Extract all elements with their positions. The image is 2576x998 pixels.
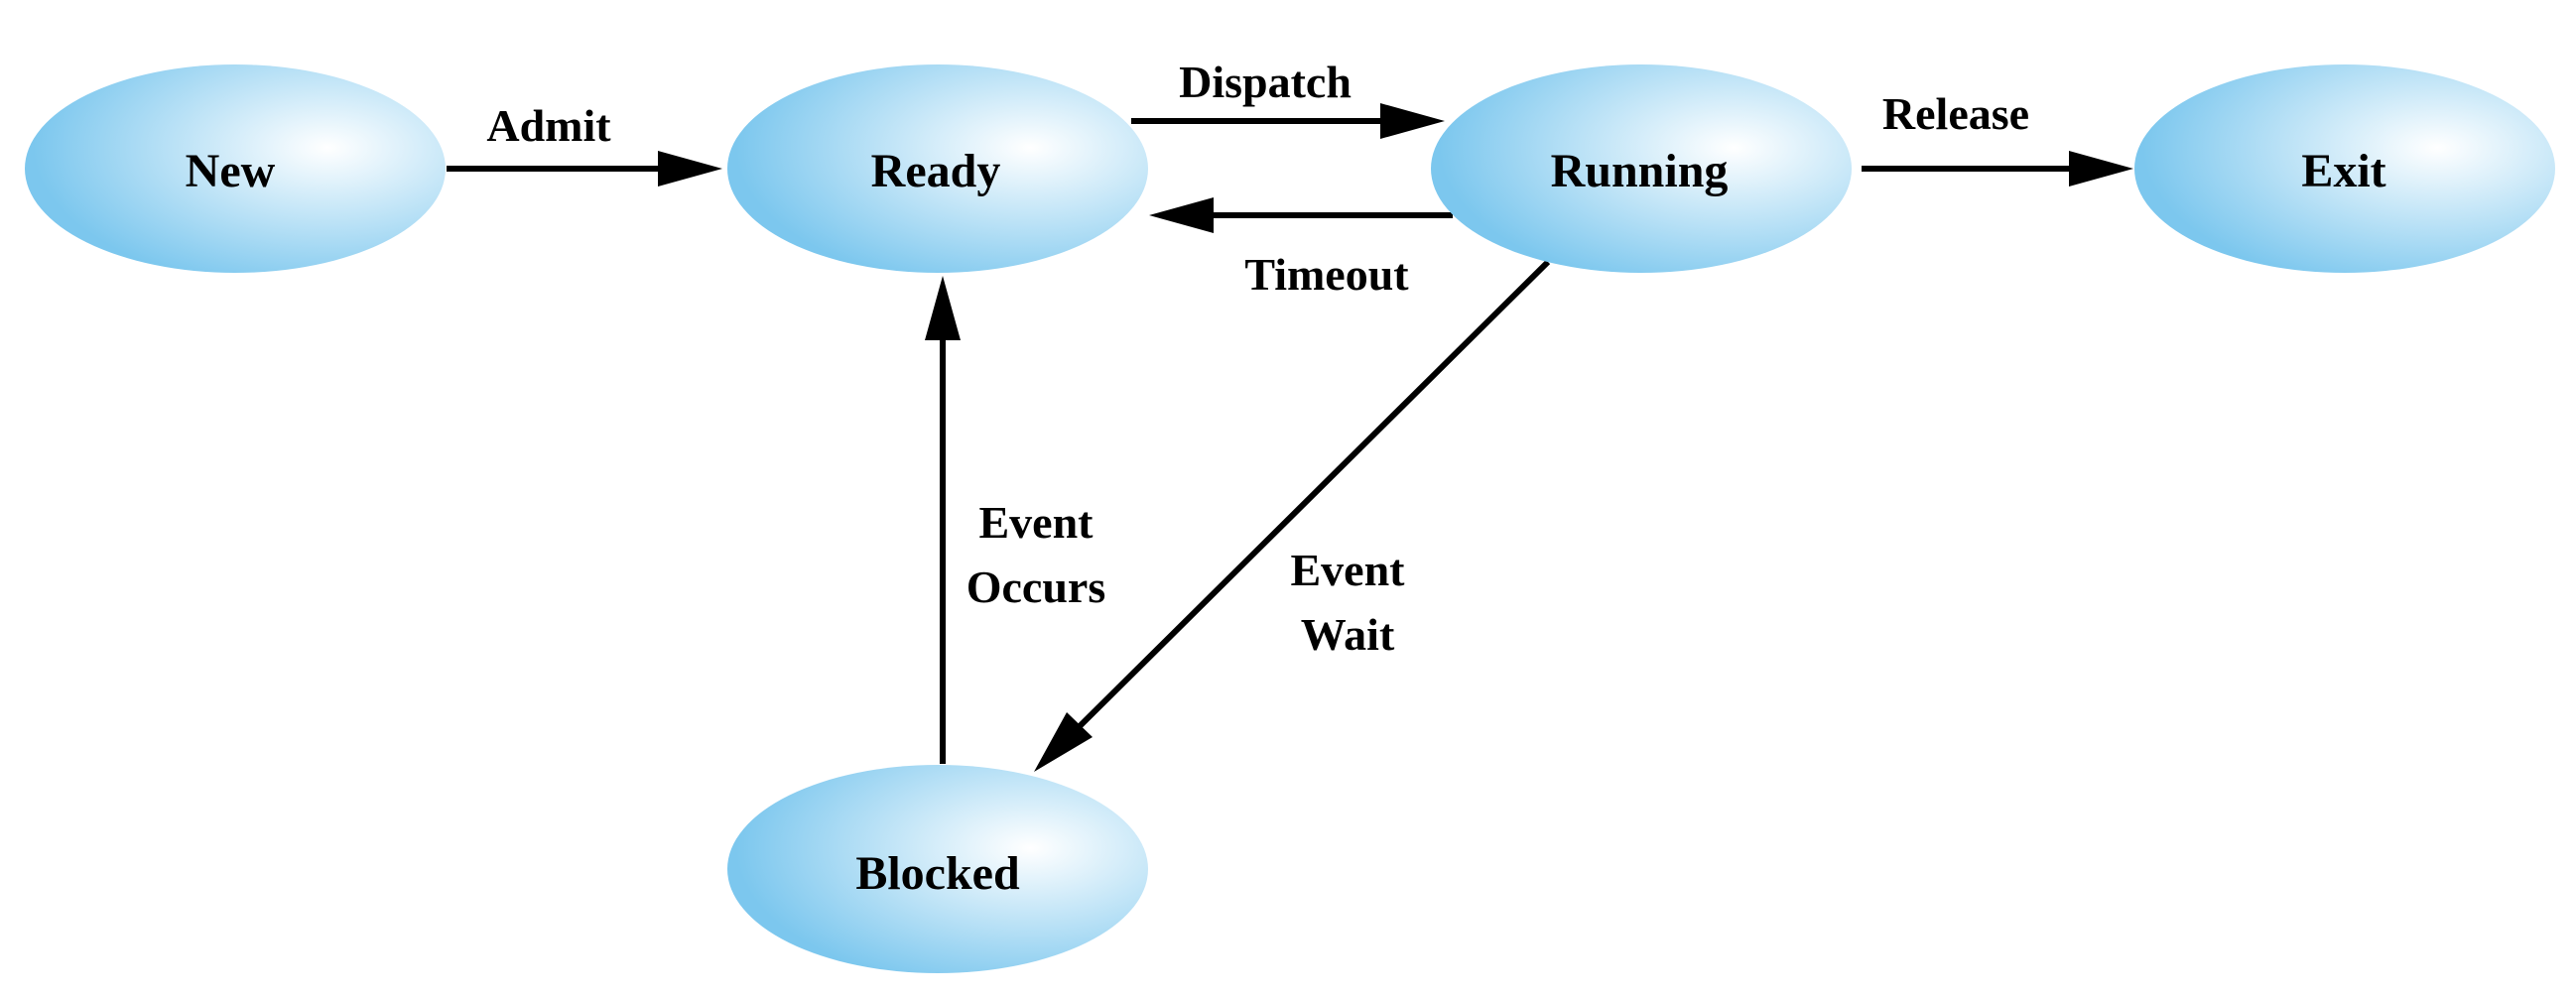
event-occurs-arrowhead — [925, 276, 961, 340]
state-ready-label: Ready — [871, 145, 1001, 197]
transition-event-occurs-label-line1: Event — [979, 497, 1095, 548]
transition-release-label: Release — [1882, 88, 2029, 139]
transition-event-occurs-label-line2: Occurs — [966, 561, 1106, 612]
transition-timeout-label: Timeout — [1244, 249, 1409, 300]
state-running-label: Running — [1551, 145, 1729, 197]
transition-dispatch-label: Dispatch — [1179, 57, 1352, 107]
state-ready: Ready — [727, 64, 1148, 273]
state-new-shape — [25, 64, 446, 273]
state-running: Running — [1431, 64, 1852, 273]
edge-event-wait — [1034, 259, 1551, 772]
state-new-label: New — [186, 145, 276, 197]
timeout-arrowhead — [1149, 197, 1214, 233]
dispatch-arrowhead — [1380, 103, 1445, 139]
release-arrowhead — [2069, 151, 2133, 187]
state-exit-shape — [2134, 64, 2555, 273]
edge-event-occurs — [925, 276, 961, 764]
state-blocked-label: Blocked — [855, 847, 1020, 900]
event-wait-arrowhead — [1034, 712, 1093, 772]
edge-admit — [447, 151, 722, 187]
state-ready-shape — [727, 64, 1148, 273]
state-blocked: Blocked — [727, 765, 1148, 973]
state-exit-label: Exit — [2301, 145, 2385, 197]
transition-event-wait-label-line1: Event — [1291, 545, 1406, 595]
state-blocked-shape — [727, 765, 1148, 973]
edge-release — [1862, 151, 2133, 187]
admit-arrowhead — [658, 151, 722, 187]
state-running-shape — [1431, 64, 1852, 273]
state-new: New — [25, 64, 446, 273]
edge-dispatch — [1131, 103, 1445, 139]
state-exit: Exit — [2134, 64, 2555, 273]
edge-timeout — [1149, 197, 1453, 233]
transition-admit-label: Admit — [486, 100, 611, 151]
transition-event-wait-label-line2: Wait — [1301, 609, 1395, 660]
